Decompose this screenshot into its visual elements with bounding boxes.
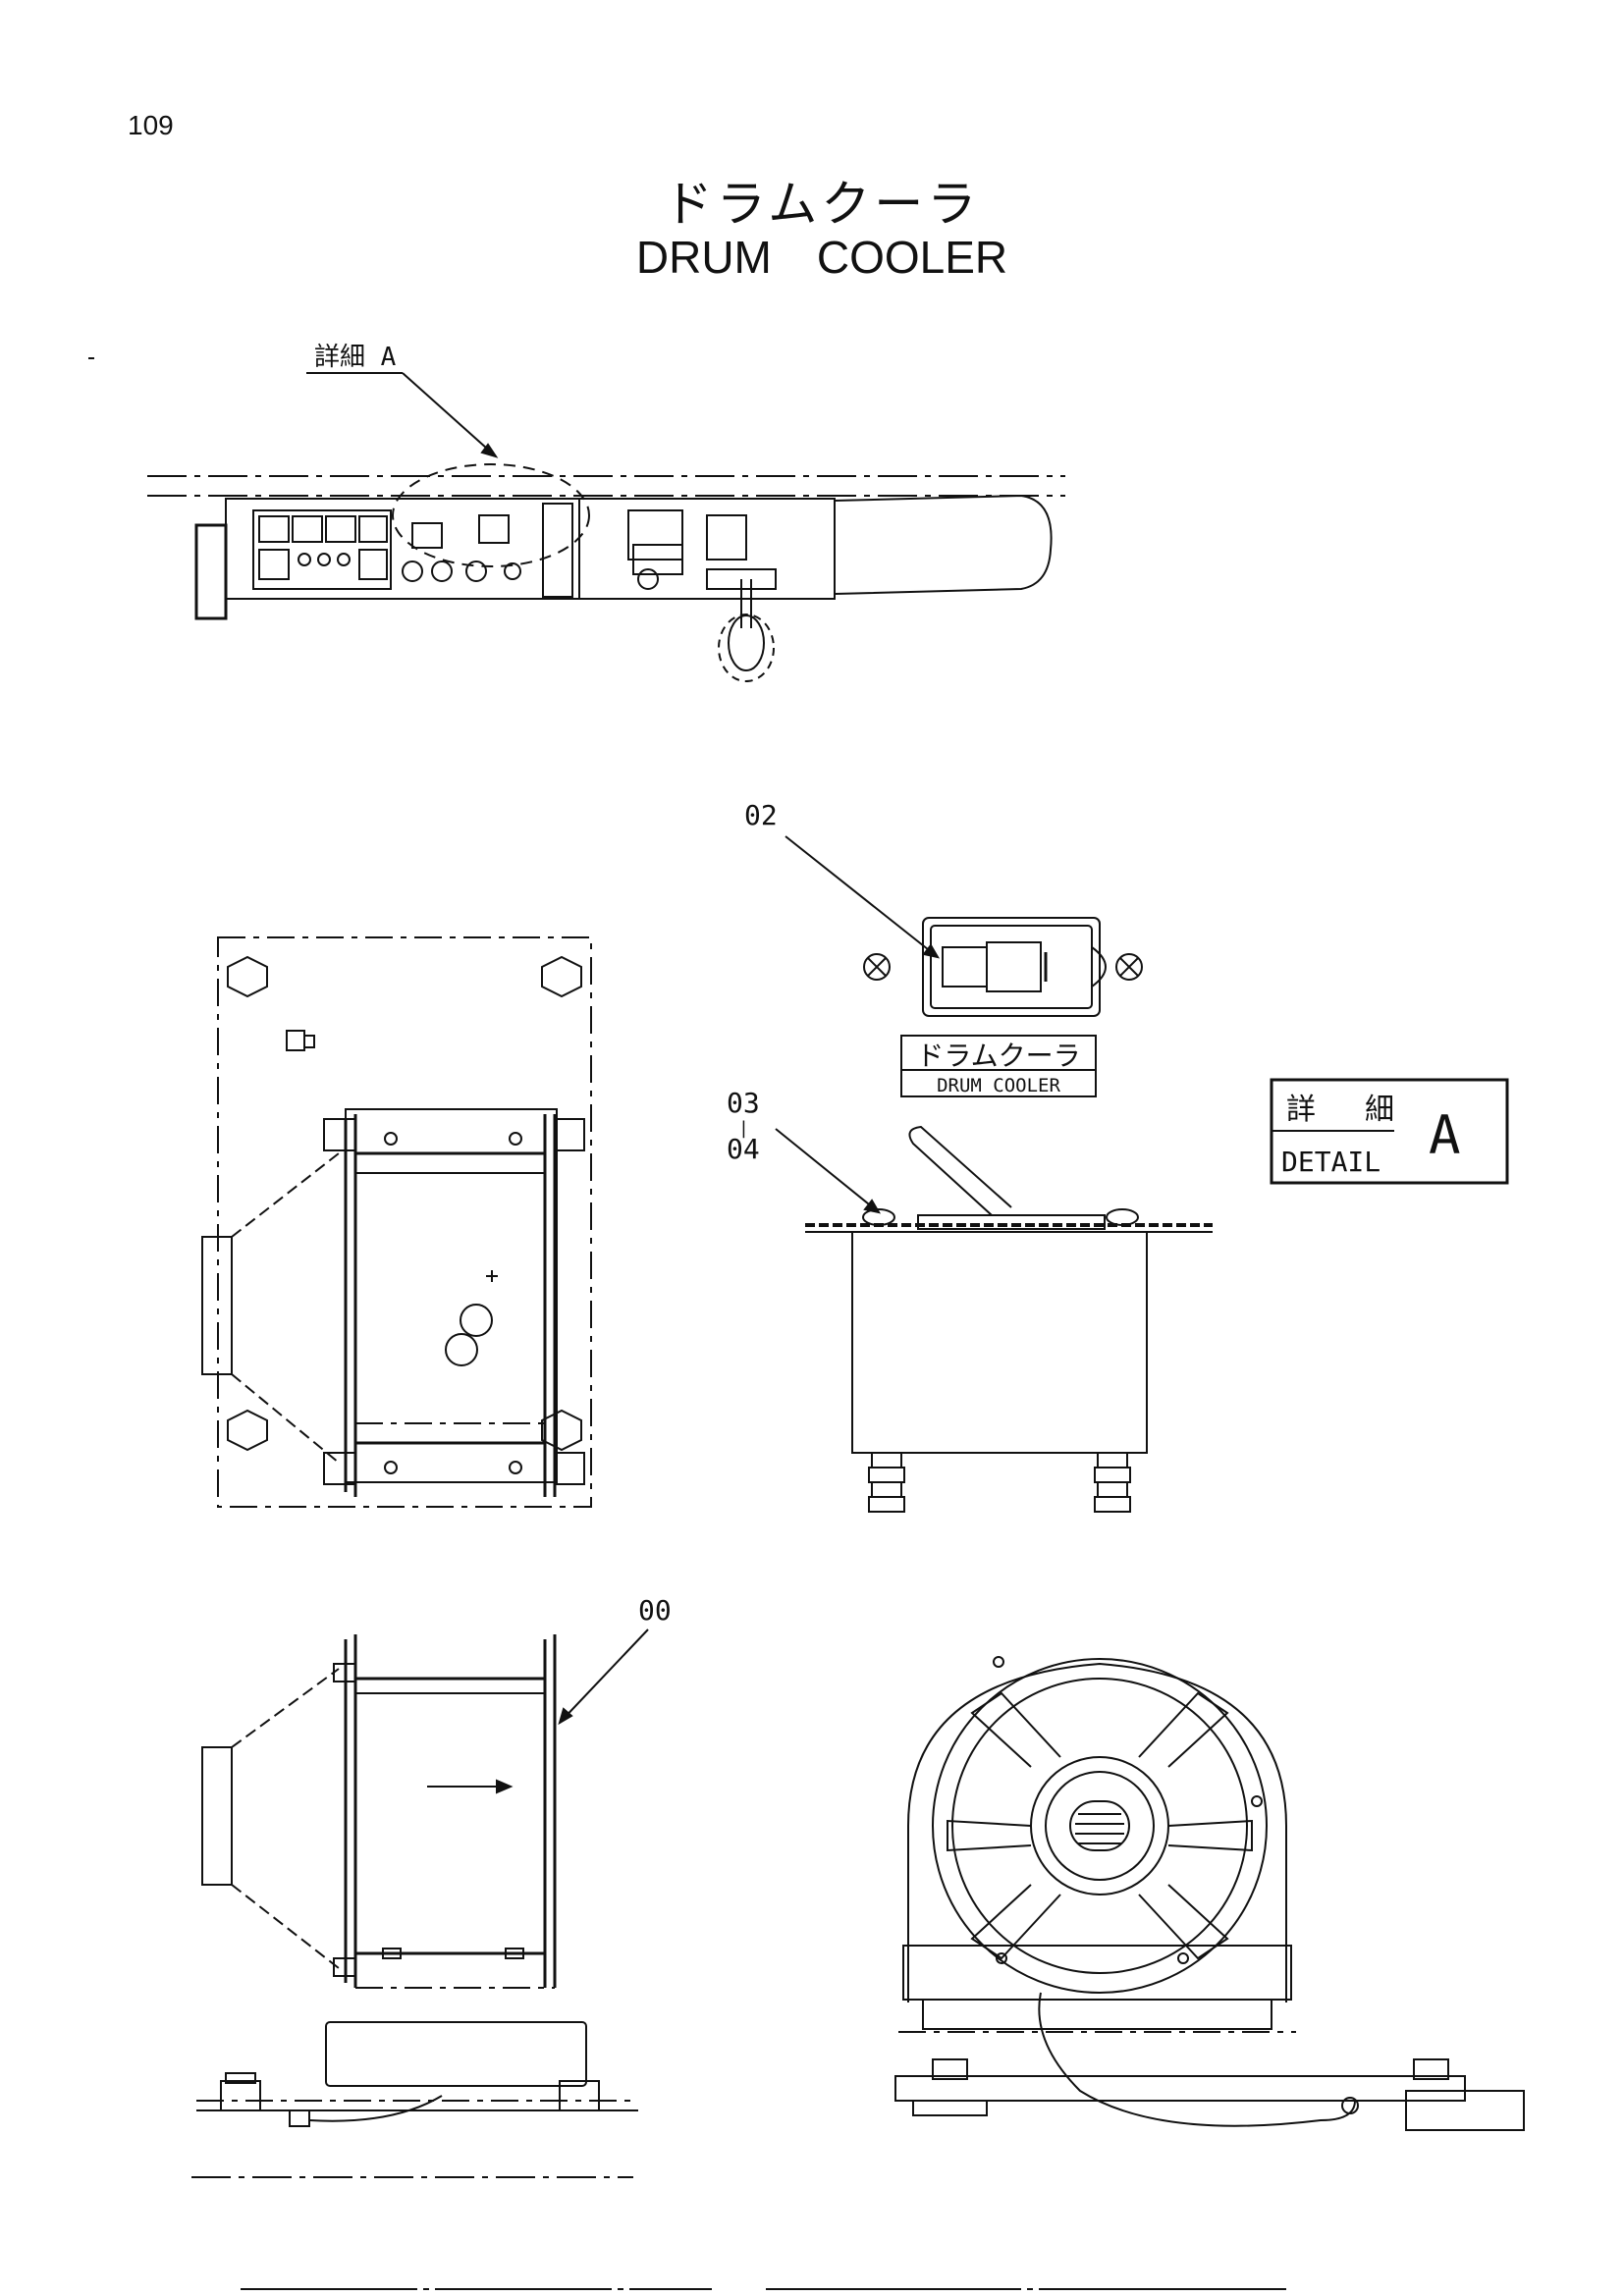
cooler-top-view: [201, 936, 592, 1508]
detail-a-callout: 詳細 A: [314, 343, 397, 372]
callout-04: 04: [727, 1133, 760, 1165]
title-english: DRUM COOLER: [635, 232, 1008, 283]
fan-front-view: [894, 1656, 1525, 2131]
switch-detail: 02 ドラムクーラ DRUM COOLER: [744, 799, 1143, 1097]
switch-label-jp: ドラムクーラ: [916, 1041, 1080, 1071]
switch-section-view: 03 | 04: [727, 1087, 1213, 1513]
switch-label-en: DRUM COOLER: [937, 1075, 1060, 1096]
detail-a-box: 詳 細 DETAIL A: [1270, 1078, 1509, 1185]
detail-letter: A: [1429, 1104, 1461, 1166]
callout-03-04-sep: |: [738, 1118, 749, 1139]
callout-03: 03: [727, 1087, 760, 1119]
console-overview: 詳細 A: [88, 343, 1065, 682]
callout-02: 02: [744, 799, 778, 831]
callout-00: 00: [638, 1594, 672, 1627]
detail-en: DETAIL: [1281, 1146, 1380, 1178]
page-number: 109: [128, 110, 174, 140]
detail-jp-left: 詳: [1286, 1094, 1316, 1126]
detail-jp-right: 細: [1365, 1094, 1394, 1126]
cooler-side-view: 00: [191, 1594, 672, 2178]
title-japanese: ドラムクーラ: [663, 176, 981, 233]
